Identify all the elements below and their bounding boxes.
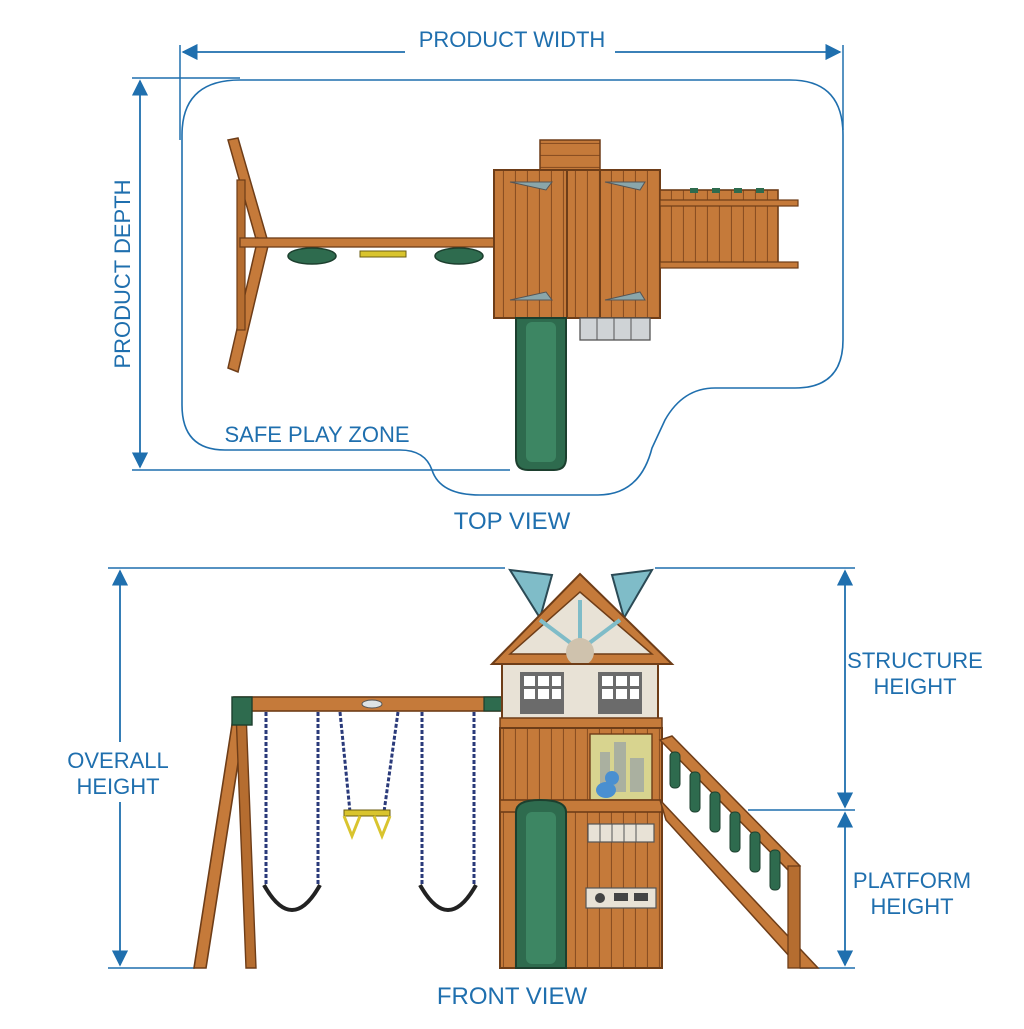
safe-play-zone-label: SAFE PLAY ZONE [224, 422, 409, 447]
top-view: PRODUCT WIDTH PRODUCT DEPTH SAFE PLAY ZO… [110, 26, 844, 535]
slide-top [515, 317, 567, 471]
top-view-caption: TOP VIEW [454, 508, 571, 535]
front-view-caption: FRONT VIEW [437, 983, 588, 1010]
platform-height-dimension: PLATFORM HEIGHT [800, 811, 971, 969]
safe-play-zone-outline [181, 79, 844, 496]
fort-front [489, 568, 675, 969]
structure-height-label-line1: STRUCTURE [847, 648, 983, 673]
structure-height-dimension: STRUCTURE HEIGHT [655, 567, 983, 811]
fort-platform-top [493, 139, 661, 341]
overall-height-dimension: OVERALL HEIGHT [62, 567, 505, 969]
product-width-dimension: PRODUCT WIDTH [179, 26, 844, 140]
ladder-top [659, 188, 799, 269]
swing-set-front [193, 696, 503, 969]
overall-height-label-line1: OVERALL [67, 748, 169, 773]
structure-height-label-line2: HEIGHT [873, 674, 956, 699]
product-depth-label: PRODUCT DEPTH [110, 179, 135, 368]
product-depth-dimension: PRODUCT DEPTH [110, 77, 510, 471]
front-view: OVERALL HEIGHT STRUCTURE HEIGHT PLATFORM… [62, 567, 983, 1010]
platform-height-label-line2: HEIGHT [870, 894, 953, 919]
overall-height-label-line2: HEIGHT [76, 774, 159, 799]
swing-frame-top [227, 137, 496, 374]
platform-height-label-line1: PLATFORM [853, 868, 971, 893]
product-width-label: PRODUCT WIDTH [419, 27, 606, 52]
ladder-front [658, 735, 820, 969]
